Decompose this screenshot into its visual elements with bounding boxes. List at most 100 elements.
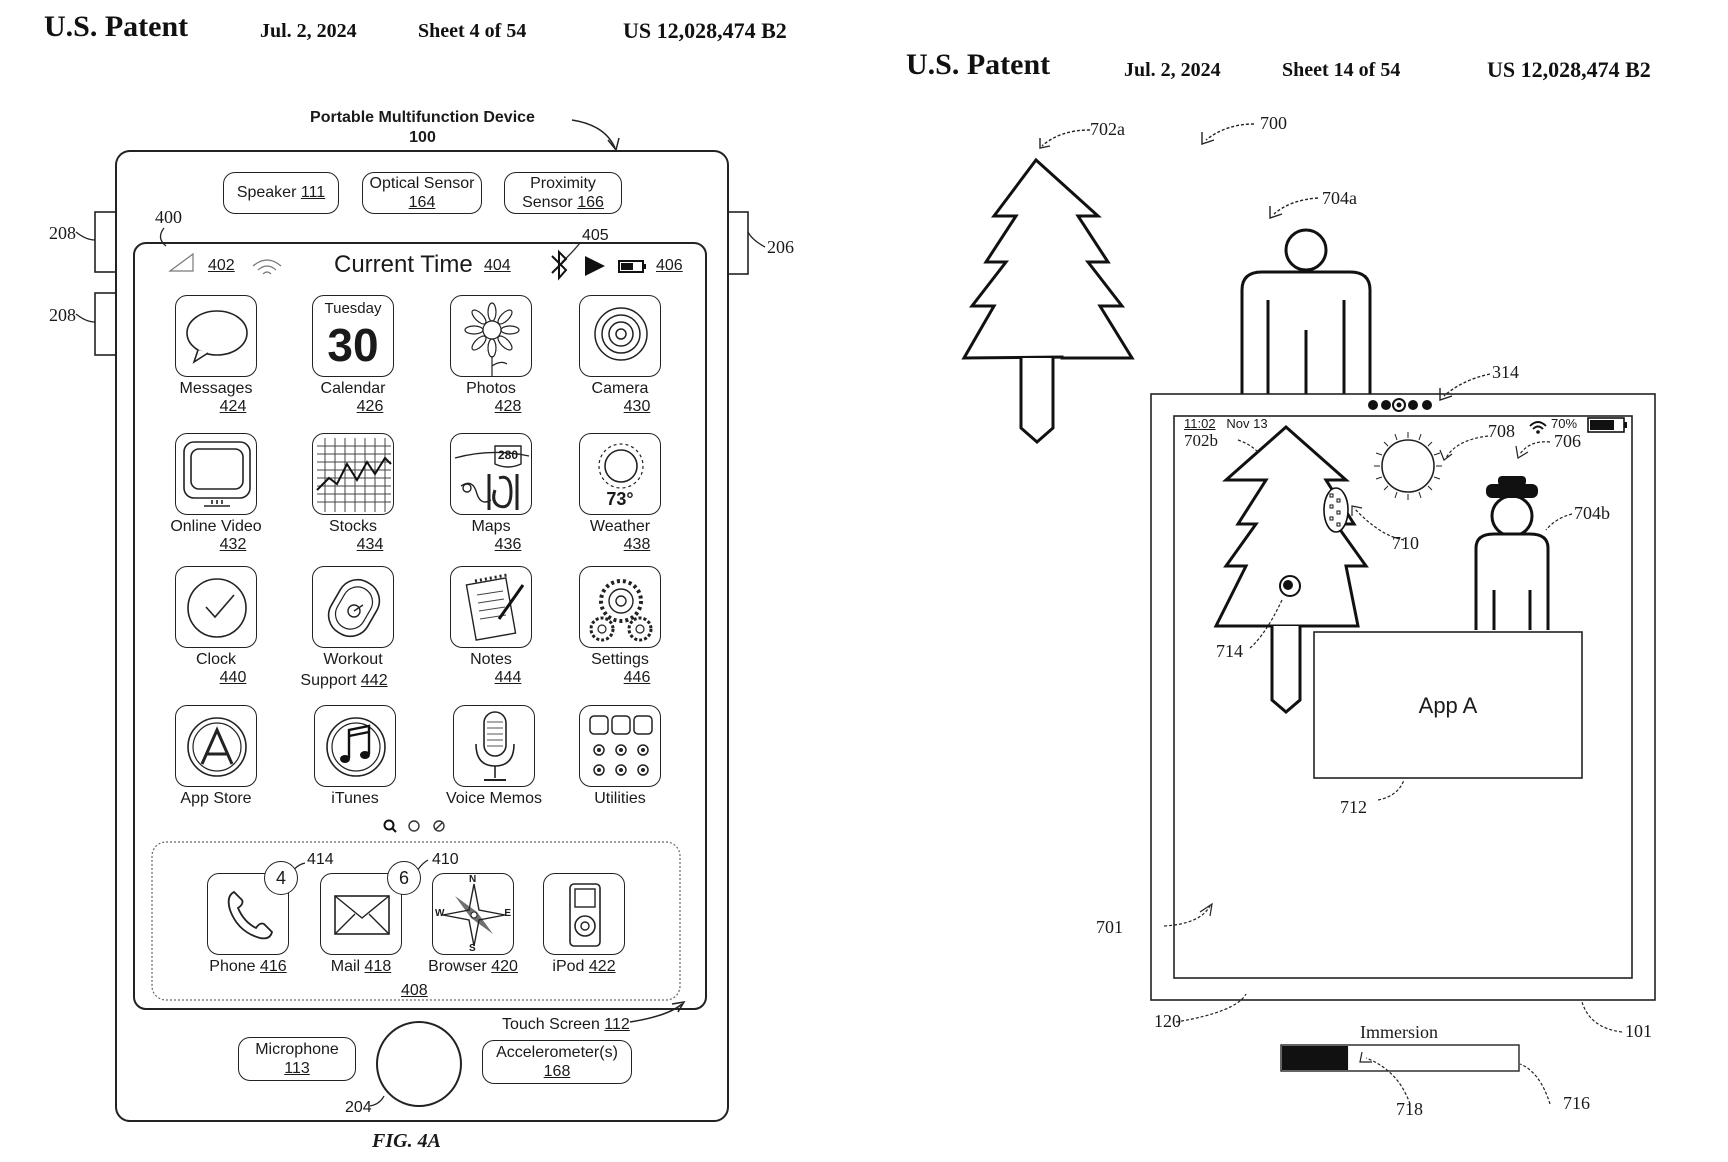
ref-204: 204 [345,1099,372,1116]
app-photos[interactable]: Photos 428 [421,295,561,415]
dock-ipod-ref: 422 [588,958,616,975]
app-notes[interactable]: Notes 444 [421,566,561,686]
app-notes-name: Notes [470,651,512,668]
optical-sensor-label: Optical Sensor [369,174,475,192]
app-messages-ref: 424 [219,397,247,415]
left-header-date: Jul. 2, 2024 [260,20,357,42]
app-store-icon [175,705,257,787]
app-workout-ref: 442 [360,671,388,689]
status-current-time: Current Time [334,251,473,278]
ref-718: 718 [1396,1099,1423,1119]
dock-mail[interactable]: Mail 418 [291,873,431,976]
flower-icon [450,295,532,377]
app-clock[interactable]: Clock 440 [146,566,286,686]
dock-browser-name: Browser [428,958,487,975]
stopwatch-icon [312,566,394,648]
physical-person-704a [1240,228,1372,397]
accelerometer-pill: Accelerometer(s) 168 [482,1040,632,1084]
speech-bubble-icon [175,295,257,377]
virtual-tree-702b [1213,424,1369,714]
person-with-hat-704b [1474,494,1550,630]
ref-702b: 702b [1184,431,1218,450]
app-calendar[interactable]: Tuesday 30 Calendar 426 [283,295,423,415]
proximity-sensor-pill: Proximity Sensor 166 [504,172,622,214]
app-photos-ref: 428 [494,397,522,415]
dock-ipod[interactable]: iPod 422 [514,873,654,976]
app-maps[interactable]: 280 Maps 436 [421,433,561,553]
dock-mail-ref: 418 [364,958,392,975]
ref-716: 716 [1563,1093,1590,1113]
app-camera[interactable]: Camera 430 [550,295,690,415]
app-messages[interactable]: Messages 424 [146,295,286,415]
app-itunes-name: iTunes [331,790,379,807]
ref-704b: 704b [1574,503,1610,523]
gears-icon [579,566,661,648]
app-app-store[interactable]: App Store [146,705,286,808]
ref-101: 101 [1625,1021,1652,1041]
immersion-label: Immersion [1360,1022,1438,1042]
accelerometer-label: Accelerometer(s) [496,1043,618,1061]
camera-dots-314 [1368,398,1432,412]
app-maps-ref: 436 [494,535,522,553]
dock-mail-name: Mail [330,958,361,975]
right-header-date: Jul. 2, 2024 [1124,59,1221,81]
ref-700: 700 [1260,113,1287,133]
app-voice-memos[interactable]: Voice Memos [424,705,564,808]
mail-badge: 6 [387,861,421,895]
app-maps-name: Maps [471,518,511,535]
ref-706: 706 [1554,431,1581,451]
app-weather-name: Weather [589,518,651,535]
virtual-sun-708 [1374,432,1442,500]
dock-ipod-name: iPod [552,958,585,975]
ref-708: 708 [1488,421,1515,441]
app-online-video-ref: 432 [219,535,247,553]
app-weather[interactable]: 73° Weather 438 [550,433,690,553]
ref-120: 120 [1154,1011,1181,1031]
status-time: 11:02 [1184,416,1216,431]
ref-208a: 208 [49,223,76,243]
app-itunes[interactable]: iTunes [285,705,425,808]
optical-sensor-pill: Optical Sensor 164 [362,172,482,214]
ref-710: 710 [1392,533,1419,553]
app-online-video-name: Online Video [170,518,262,535]
app-workout-support[interactable]: Workout Support 442 [283,566,423,690]
app-workout-name-2: Support 442 [265,671,423,690]
weather-temp: 73° [606,489,634,509]
map-icon: 280 [450,433,532,515]
ref-406: 406 [656,257,683,274]
status-date: Nov 13 [1226,416,1268,431]
app-online-video[interactable]: Online Video 432 [146,433,286,553]
ref-701: 701 [1096,917,1123,937]
app-utilities[interactable]: Utilities [550,705,690,808]
dock-browser[interactable]: N E S W Browser 420 [403,873,543,976]
music-note-icon [314,705,396,787]
app-settings-ref: 446 [623,668,651,686]
ref-208b: 208 [49,305,76,325]
speaker-label: Speaker [236,184,297,202]
ref-414: 414 [307,851,334,868]
right-header-number: US 12,028,474 B2 [1487,57,1651,82]
microphone-label: Microphone [255,1040,339,1058]
calendar-icon: Tuesday 30 [312,295,394,377]
microphone-icon [453,705,535,787]
dock-browser-ref: 420 [491,958,518,975]
calendar-date: 30 [327,319,379,371]
grid-icon [579,705,661,787]
physical-tree-702a [961,157,1135,444]
app-stocks[interactable]: Stocks 434 [283,433,423,553]
ref-314: 314 [1492,362,1519,382]
accelerometer-ref: 168 [543,1063,571,1080]
app-stocks-ref: 434 [356,535,384,553]
map-highway-sign: 280 [497,448,519,462]
left-header-sheet: Sheet 4 of 54 [418,20,527,42]
compass-w: W [435,908,445,919]
sticker-710 [1323,487,1349,533]
app-weather-ref: 438 [623,535,651,553]
app-settings[interactable]: Settings 446 [550,566,690,686]
proximity-label-2: Sensor [522,194,573,211]
immersion-level-fill [1282,1046,1349,1070]
calendar-day: Tuesday [324,300,382,317]
